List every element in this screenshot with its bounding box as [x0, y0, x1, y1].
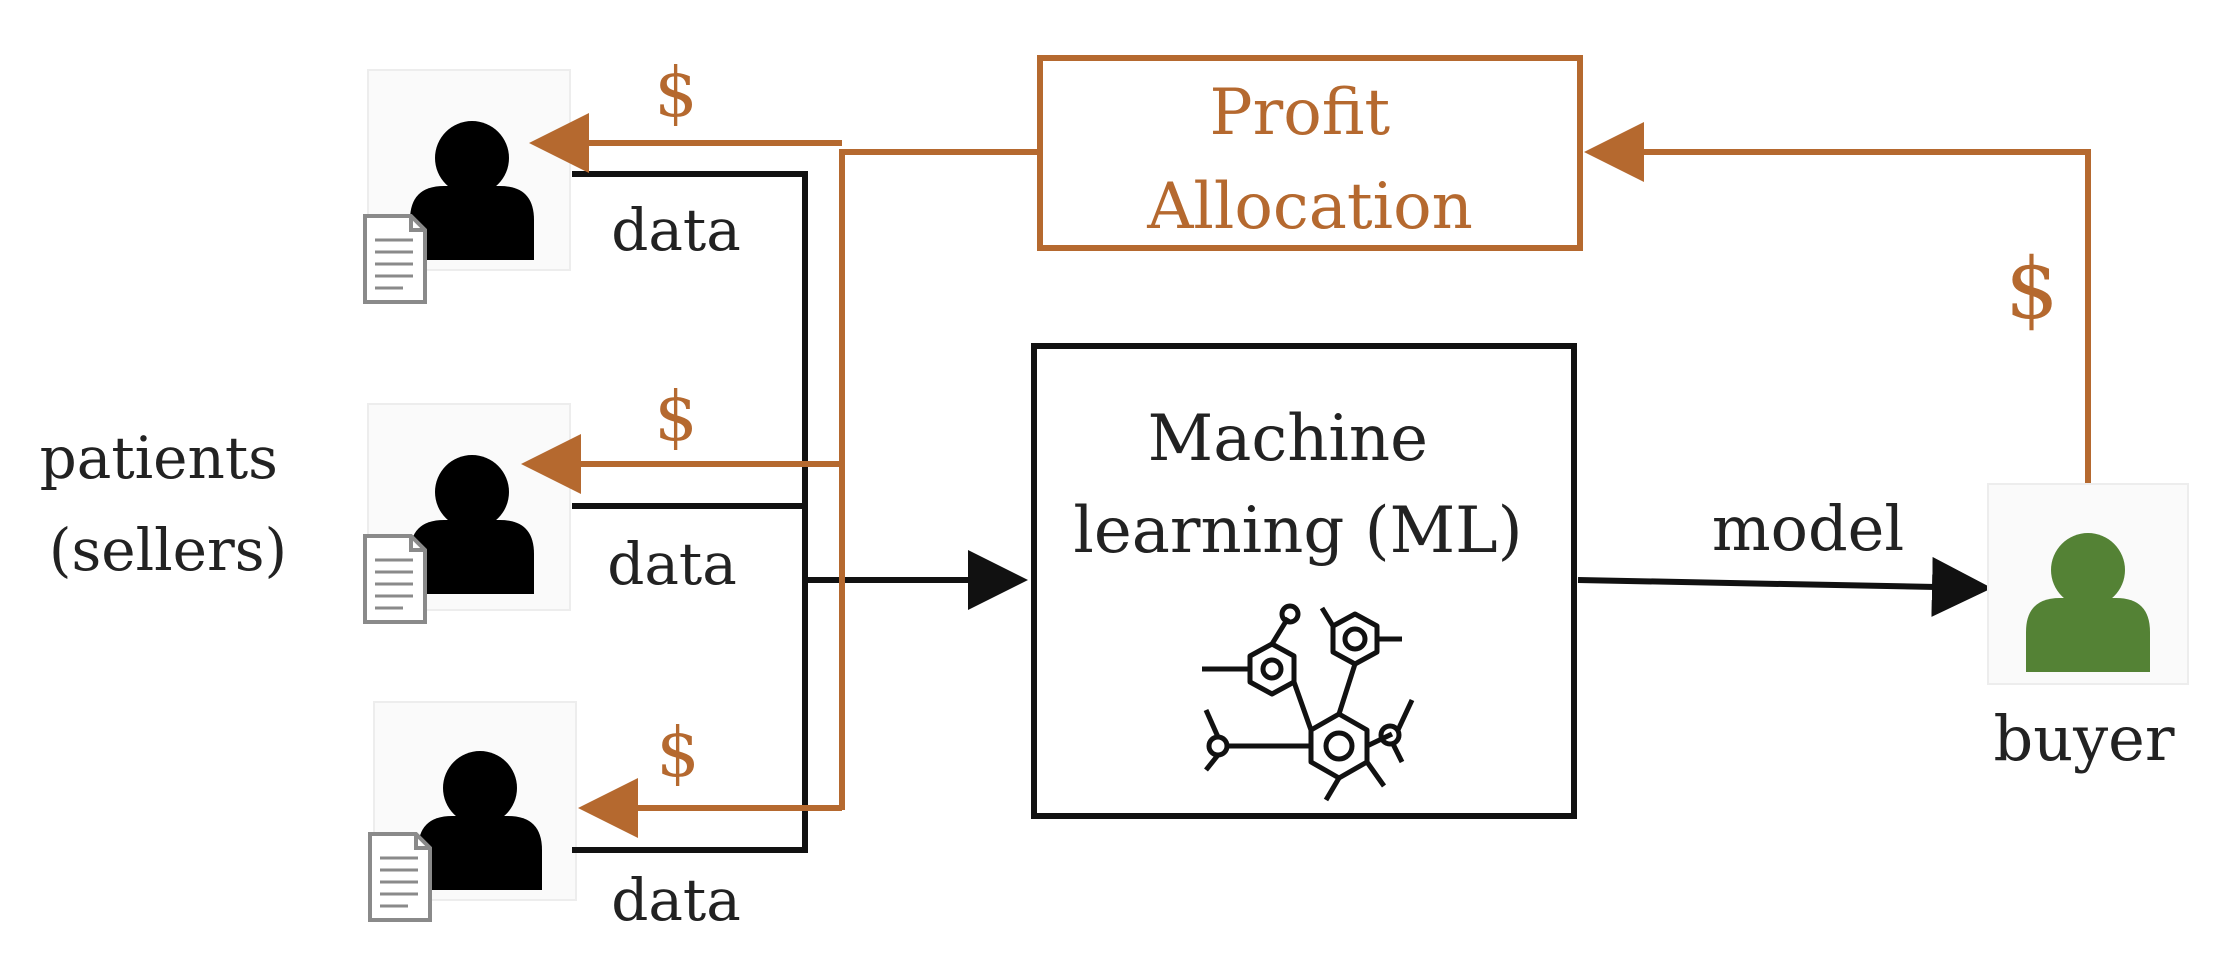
payment-lines	[521, 113, 2091, 838]
molecule-icon	[1202, 603, 1415, 802]
ml-label: Machine learning (ML)	[1073, 402, 1522, 568]
seller-1	[363, 69, 571, 304]
document-icon	[363, 214, 427, 304]
payment-label-seller-3: $	[656, 714, 699, 793]
model-arrow	[1577, 556, 1992, 617]
data-label-1: data	[611, 196, 741, 264]
sellers-label: patients (sellers)	[40, 424, 297, 584]
data-label-2: data	[607, 530, 737, 598]
ml-box: Machine learning (ML)	[1031, 343, 1577, 819]
payment-label-buyer: $	[2005, 240, 2058, 338]
payment-label-seller-2: $	[654, 378, 697, 457]
profit-allocation-label: Profit Allocation	[1146, 76, 1473, 244]
payment-label-seller-1: $	[654, 54, 697, 133]
model-label: model	[1712, 492, 1904, 565]
buyer: buyer	[1987, 483, 2189, 775]
seller-2	[363, 403, 571, 624]
sellers-label-line2: (sellers)	[49, 516, 287, 584]
document-icon	[363, 534, 427, 624]
data-label-3: data	[611, 866, 741, 934]
seller-3	[368, 701, 577, 922]
buyer-label: buyer	[1994, 702, 2175, 775]
profit-allocation-box: Profit Allocation	[1037, 55, 1583, 251]
document-icon	[368, 832, 432, 922]
sellers-label-line1: patients	[40, 424, 278, 492]
data-flow-lines	[572, 171, 808, 853]
